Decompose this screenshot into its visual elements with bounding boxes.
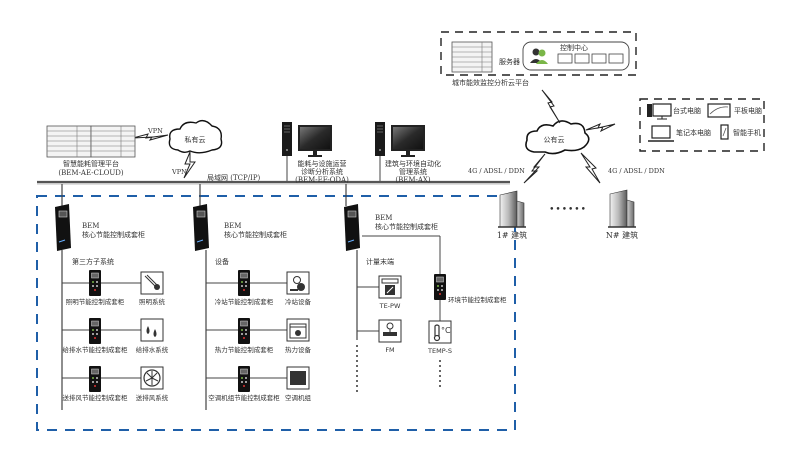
controller-chiller: 冷站节能控制成套柜 <box>214 298 274 306</box>
bem-ef-oda-workstation-icon <box>281 121 332 182</box>
cabinet2-line1: BEM <box>224 222 242 230</box>
desktop-label: 台式电脑 <box>673 107 701 115</box>
cabinet3-line1: BEM <box>375 214 393 222</box>
platform-oda-line3: (BEM-EF-ODA) <box>295 176 349 184</box>
bem-core-cabinet-icon <box>54 203 72 252</box>
monitor-wall-icon <box>557 53 624 64</box>
cloud-platform-title: 城市能效监控分析云平台 <box>452 79 529 87</box>
vpn-bottom-label: VPN <box>172 168 187 176</box>
lightning-right-icon <box>580 152 601 184</box>
bem-ax-workstation-icon <box>374 121 425 182</box>
platform-ax-line3: (BEM-AX) <box>395 176 431 184</box>
platform-ax-line2: 管理系统 <box>399 168 427 176</box>
ahu-icon <box>286 366 310 390</box>
controller-lighting: 照明节能控制成套柜 <box>65 298 125 306</box>
vpn-lightnings <box>132 133 196 179</box>
device-heating: 热力设备 <box>285 346 311 354</box>
lan-label: 局域网 (TCP/IP) <box>207 174 261 182</box>
lan-drops <box>61 184 347 206</box>
chiller-icon <box>286 271 310 295</box>
building-1-label: 1# 建筑 <box>496 231 528 240</box>
lighting-icon <box>140 271 164 295</box>
platform-cloud-line1: 智慧能耗管理平台 <box>63 160 119 168</box>
controller-water: 给排水节能控制成套柜 <box>62 346 128 354</box>
group-label-third-party: 第三方子系统 <box>72 258 114 266</box>
vpn-top-label: VPN <box>148 127 163 135</box>
building-1-icon <box>498 190 526 228</box>
bem-core-cabinet-icon <box>192 203 210 252</box>
lightning-vpn-top-icon <box>132 133 169 141</box>
building-boundary <box>36 195 516 431</box>
flow-meter-icon <box>378 319 402 343</box>
column-metering: °C <box>343 203 452 395</box>
lightning-clients-icon <box>585 123 616 133</box>
cabinet2-line2: 核心节能控制成套柜 <box>224 231 287 239</box>
cabinet1-line1: BEM <box>82 222 100 230</box>
operators-icon <box>530 48 548 64</box>
temp-sensor-label: TEMP-S <box>428 347 452 355</box>
env-controller-label: 环境节能控制成套柜 <box>448 296 507 304</box>
link-right-label: 4G / ADSL / DDN <box>608 167 665 175</box>
column-equipment <box>192 203 310 410</box>
bem-ae-cloud-server-icon <box>46 125 136 158</box>
private-cloud-icon <box>168 119 223 154</box>
meter-te-pw-label: TE-PW <box>379 302 401 310</box>
smartphone-icon <box>720 124 729 140</box>
desktop-icon <box>647 103 672 120</box>
device-lighting: 照明系统 <box>139 298 165 306</box>
water-drops-icon <box>140 318 164 342</box>
building-n-icon <box>608 189 636 228</box>
platform-oda-line2: 诊断分析系统 <box>301 168 343 176</box>
controller-heating: 热力节能控制成套柜 <box>214 346 274 354</box>
lightning-left-icon <box>523 153 546 184</box>
phone-label: 智能手机 <box>733 129 761 137</box>
column-third-party <box>54 203 164 410</box>
lightning-links <box>523 89 616 184</box>
thermometer-icon: °C <box>428 320 452 344</box>
device-ahu: 空调机组 <box>285 394 311 402</box>
meter-fm-label: FM <box>385 346 395 354</box>
device-ventilation: 送排风系统 <box>135 394 169 402</box>
server-label: 服务器 <box>499 58 520 66</box>
cloud-platform-box <box>440 31 637 76</box>
fan-icon <box>140 366 164 390</box>
buildings-ellipsis: •••••• <box>549 205 587 215</box>
public-cloud-icon <box>525 120 590 155</box>
boiler-icon <box>286 318 310 342</box>
lightning-vpn-bottom-icon <box>183 151 196 179</box>
link-left-label: 4G / ADSL / DDN <box>468 167 525 175</box>
platform-ax-line1: 建筑与环境自动化 <box>385 160 441 168</box>
platform-oda-line1: 能耗与设施运营 <box>297 160 347 168</box>
group-label-metering: 计量末端 <box>366 258 394 266</box>
controller-ahu: 空调机组节能控制成套柜 <box>208 394 280 402</box>
cabinet3-line2: 核心节能控制成套柜 <box>375 223 438 231</box>
env-controller-icon <box>433 273 447 301</box>
tablet-label: 平板电脑 <box>734 107 762 115</box>
lan-bus <box>37 180 510 185</box>
clients-box <box>639 98 765 152</box>
device-water: 给排水系统 <box>135 346 169 354</box>
private-cloud-label: 私有云 <box>184 136 206 144</box>
lightning-cloud-platform-icon <box>541 89 561 124</box>
building-n-label: N# 建筑 <box>605 231 639 240</box>
device-chiller: 冷站设备 <box>285 298 311 306</box>
control-center-label: 控制中心 <box>560 44 588 52</box>
power-meter-icon <box>378 275 402 299</box>
platform-cloud-line2: (BEM-AE-CLOUD) <box>58 169 124 177</box>
public-cloud-label: 公有云 <box>543 136 565 144</box>
laptop-icon <box>648 125 674 142</box>
bem-core-cabinet-icon <box>343 203 361 252</box>
controller-ventilation: 送排风节能控制成套柜 <box>62 394 128 402</box>
tablet-icon <box>707 103 731 118</box>
server-rack-icon <box>451 41 493 73</box>
cabinet1-line2: 核心节能控制成套柜 <box>82 231 145 239</box>
laptop-label: 笔记本电脑 <box>676 129 711 137</box>
group-label-equipment: 设备 <box>215 258 229 266</box>
svg-text:°C: °C <box>441 326 451 335</box>
